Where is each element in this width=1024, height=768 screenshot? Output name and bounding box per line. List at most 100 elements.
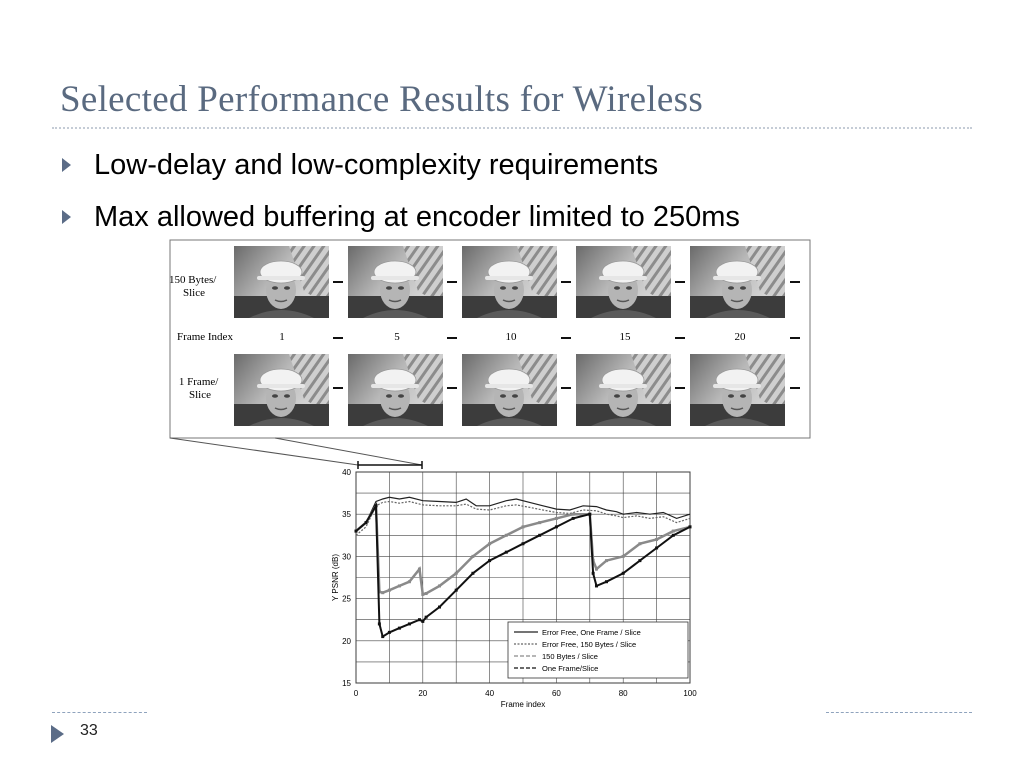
y-tick-label: 35 (342, 510, 351, 519)
series-point (354, 529, 358, 533)
series-point (571, 512, 575, 516)
series-point (488, 542, 492, 546)
series-point (364, 521, 368, 525)
series-point (471, 554, 475, 558)
series-point (424, 615, 428, 619)
frames-row-150-bytes (233, 245, 786, 319)
series-point (655, 546, 659, 550)
x-tick-label: 80 (619, 689, 628, 698)
series-point (521, 525, 525, 529)
series-point (417, 567, 421, 571)
frame-index-labels: 1 5 10 15 20 (279, 331, 746, 343)
y-tick-label: 25 (342, 595, 351, 604)
legend-box (507, 621, 689, 679)
frame-index-label: 5 (394, 331, 400, 343)
frame-thumbnail (689, 245, 786, 319)
frame-index-label: 20 (735, 331, 747, 343)
x-tick-label: 100 (683, 689, 697, 698)
bullet-item: Low-delay and low-complexity requirement… (58, 145, 740, 197)
series-point (454, 588, 458, 592)
series-point (504, 550, 508, 554)
series-point (438, 605, 441, 609)
frame-index-label: 10 (506, 331, 518, 343)
series-point (621, 571, 625, 575)
series-point (571, 516, 575, 520)
series-point (671, 529, 675, 533)
series-point (387, 630, 391, 634)
series-point (538, 521, 542, 525)
series-point (438, 584, 441, 588)
series-point (621, 554, 625, 558)
series-point (605, 559, 608, 563)
series-point (454, 571, 458, 575)
frame-thumbnail (461, 353, 558, 427)
y-tick-label: 30 (342, 552, 351, 561)
bullet-arrow-icon (62, 158, 71, 172)
footer-divider-right (826, 712, 972, 713)
separator-dashes (333, 281, 800, 389)
row-label-frame-index: Frame Index (177, 331, 233, 343)
footer-divider-left (52, 712, 147, 713)
y-tick-label: 15 (342, 679, 351, 688)
series-point (407, 622, 411, 626)
y-axis-label: Y PSNR (dB) (331, 554, 340, 601)
series-point (688, 525, 692, 529)
series-point (591, 571, 595, 575)
frame-index-label: 15 (620, 331, 632, 343)
series-point (417, 618, 421, 622)
y-tick-label: 20 (342, 637, 351, 646)
row-label-150-bytes: 150 Bytes/ Slice (169, 274, 219, 299)
callout-line-left (169, 437, 359, 466)
series-point (397, 584, 401, 588)
bullet-arrow-icon (62, 210, 71, 224)
frame-thumbnail (233, 353, 330, 427)
series-point (521, 542, 525, 546)
series-line (355, 496, 691, 532)
frame-thumbnail (347, 245, 444, 319)
series-point (407, 580, 411, 584)
callout-line-right (274, 437, 423, 466)
y-tick-label: 40 (342, 468, 351, 477)
series-point (387, 588, 391, 592)
title-divider (52, 127, 972, 129)
x-tick-label: 20 (418, 689, 427, 698)
series-point (554, 525, 558, 529)
series-point (554, 516, 558, 520)
series-point (421, 592, 425, 596)
series-point (424, 592, 428, 596)
x-tick-label: 40 (485, 689, 494, 698)
frame-thumbnail (347, 353, 444, 427)
bullet-list: Low-delay and low-complexity requirement… (58, 145, 740, 249)
frame-thumbnail (461, 245, 558, 319)
bullet-text: Low-delay and low-complexity requirement… (94, 149, 659, 181)
series-point (504, 533, 508, 537)
x-tick-label: 60 (552, 689, 561, 698)
row-label-1-frame: 1 Frame/ Slice (179, 376, 221, 401)
page-number: 33 (80, 722, 98, 739)
frame-thumbnail (575, 245, 672, 319)
series-point (421, 619, 425, 623)
footer-arrow-icon (51, 725, 64, 743)
series-line (355, 500, 691, 536)
frame-index-label: 1 (279, 331, 285, 343)
series-point (588, 512, 592, 516)
frame-thumbnail (575, 353, 672, 427)
x-tick-label: 0 (354, 689, 359, 698)
frame-thumbnail (233, 245, 330, 319)
series-point (638, 559, 642, 563)
series-point (377, 622, 381, 626)
series-point (655, 538, 659, 542)
legend-label: Error Free, One Frame / Slice (542, 628, 641, 637)
series-point (671, 533, 675, 537)
bullet-item: Max allowed buffering at encoder limited… (58, 197, 740, 249)
series-point (594, 567, 598, 571)
series-point (471, 571, 475, 575)
slide-title: Selected Performance Results for Wireles… (60, 79, 704, 120)
bullet-text: Max allowed buffering at encoder limited… (94, 201, 740, 233)
series-point (374, 504, 378, 508)
legend-label: One Frame/Slice (542, 664, 598, 673)
legend-label: Error Free, 150 Bytes / Slice (542, 640, 636, 649)
legend-label: 150 Bytes / Slice (542, 652, 598, 661)
